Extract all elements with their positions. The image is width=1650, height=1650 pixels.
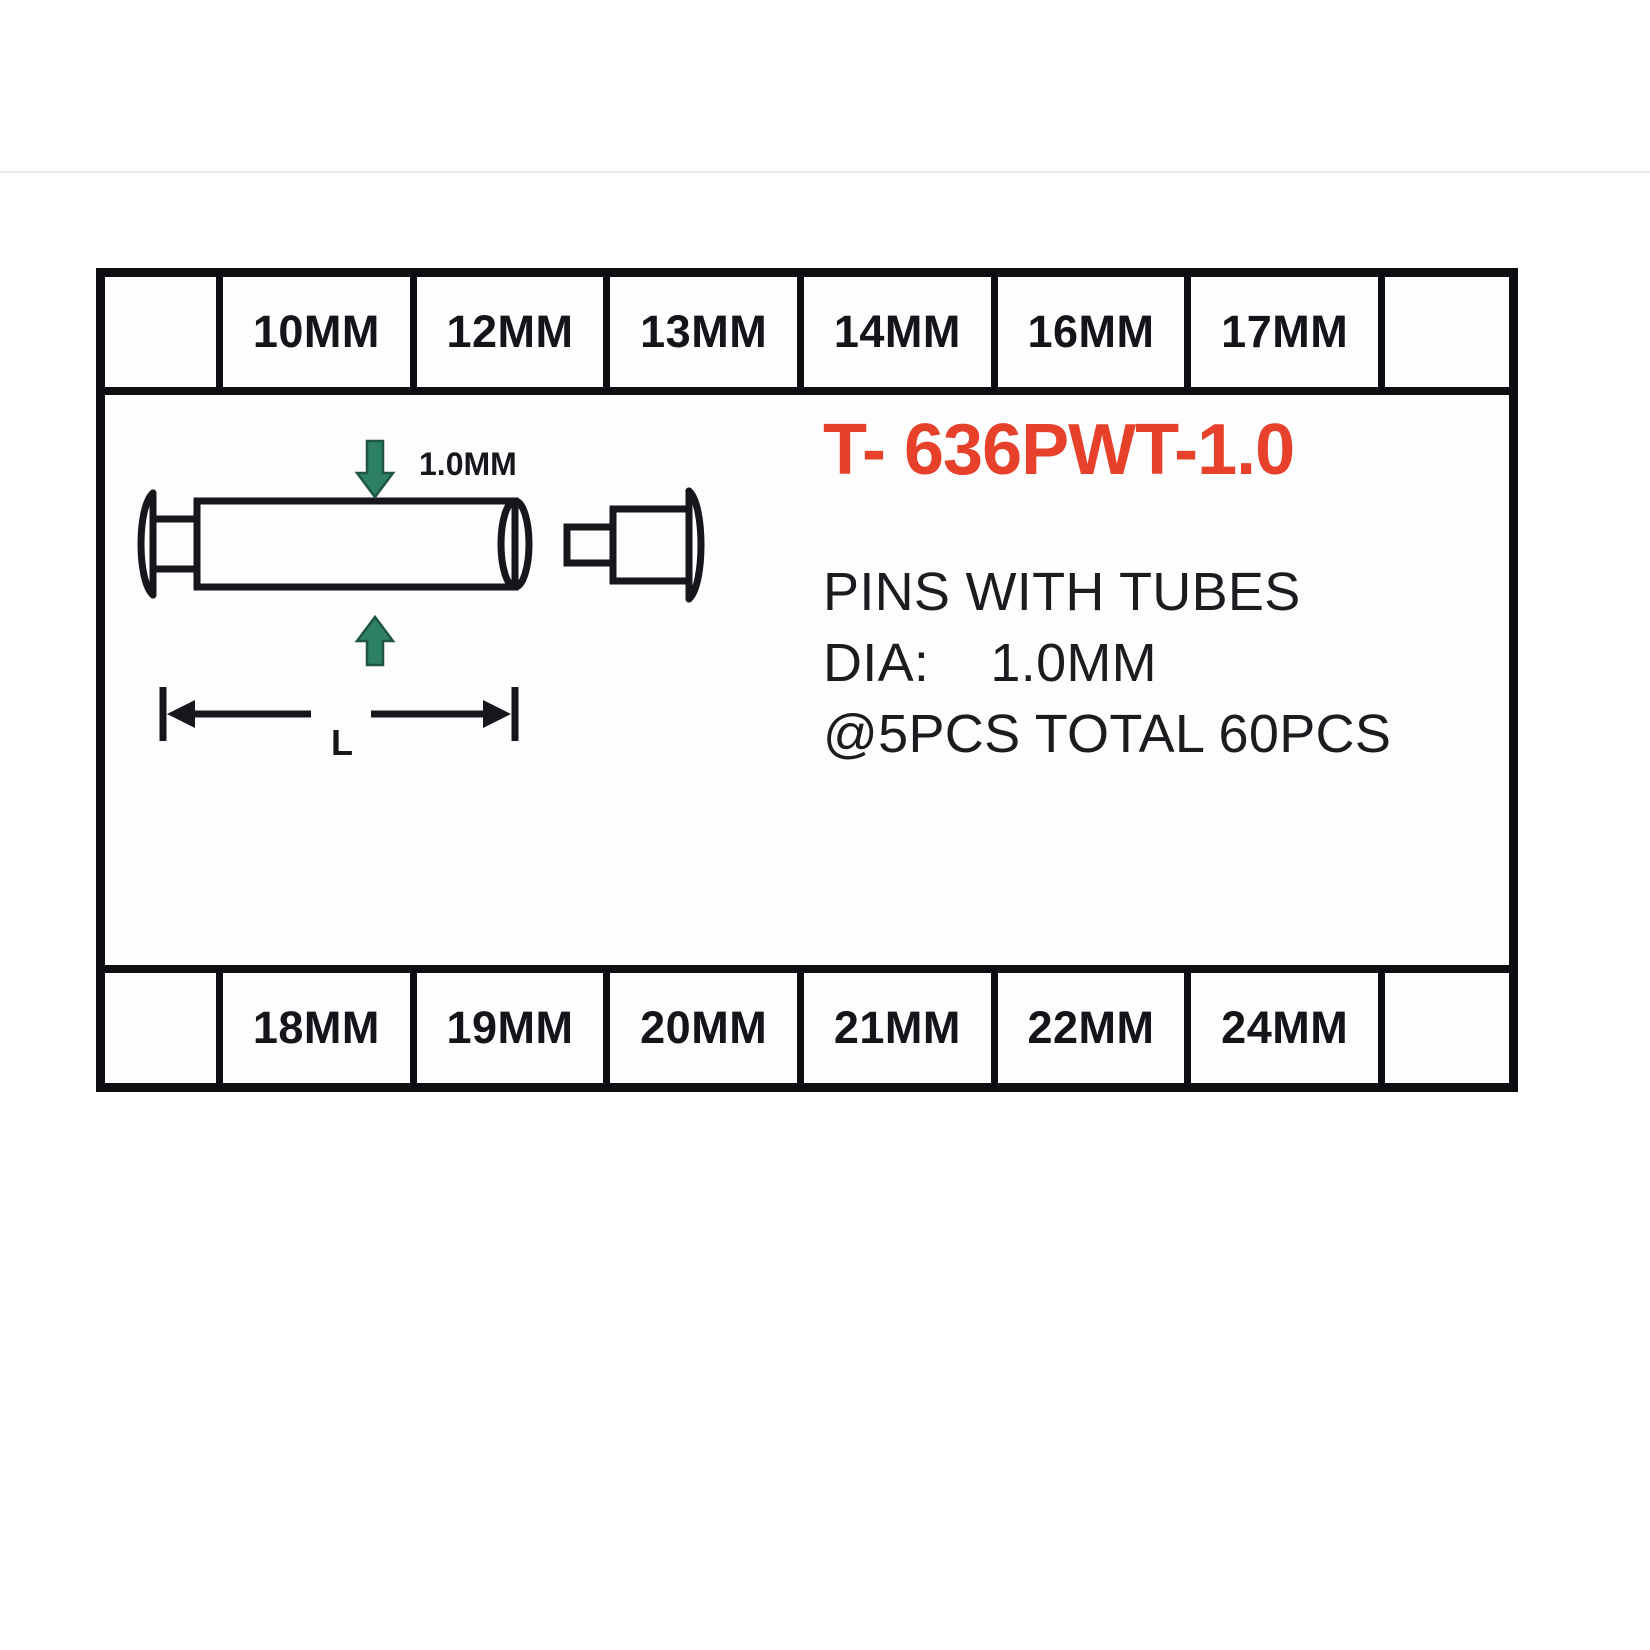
pin-shaft xyxy=(563,523,617,567)
scan-top-margin xyxy=(0,0,1650,172)
size-cell-19mm[interactable]: 19MM xyxy=(416,973,611,1083)
pin-tube-technical-drawing: 1.0MM L xyxy=(137,439,705,763)
size-cell-spacer-bottom-right xyxy=(1385,973,1510,1083)
size-cell-14mm[interactable]: 14MM xyxy=(804,277,998,387)
length-arrowhead-left xyxy=(167,700,195,728)
tube-flange-outer-arc xyxy=(137,489,157,599)
size-row-top: 10MM 12MM 13MM 14MM 16MM 17MM xyxy=(105,277,1510,395)
spec-line-diameter: DIA: 1.0MM xyxy=(823,632,1157,693)
pin-flange-outer-arc xyxy=(685,487,705,603)
tube-open-end-ellipse xyxy=(497,497,533,591)
spec-block: PINS WITH TUBES DIA: 1.0MM @5PCS TOTAL 6… xyxy=(823,557,1509,771)
spec-line-description: PINS WITH TUBES xyxy=(823,561,1301,622)
diameter-arrow-up-icon xyxy=(354,614,396,667)
product-code: T- 636PWT-1.0 xyxy=(823,410,1295,490)
pin-body xyxy=(609,505,693,585)
length-arrowhead-right xyxy=(483,700,511,728)
size-cell-10mm[interactable]: 10MM xyxy=(223,277,417,387)
product-label-card: 10MM 12MM 13MM 14MM 16MM 17MM xyxy=(96,268,1518,1092)
pin-tube-drawing-pane: 1.0MM L xyxy=(105,395,745,965)
size-cell-13mm[interactable]: 13MM xyxy=(610,277,805,387)
card-middle-section: 1.0MM L T- 636PWT-1.0 PINS WITH TUBES xyxy=(105,395,1509,965)
spec-line-quantity: @5PCS TOTAL 60PCS xyxy=(823,704,1392,765)
size-cell-22mm[interactable]: 22MM xyxy=(997,973,1192,1083)
size-cell-24mm[interactable]: 24MM xyxy=(1191,973,1386,1083)
size-cell-spacer-top-right xyxy=(1385,277,1510,387)
size-cell-spacer-bottom-left xyxy=(105,973,223,1083)
size-row-bottom: 18MM 19MM 20MM 21MM 22MM 24MM xyxy=(105,965,1510,1083)
product-info-pane: T- 636PWT-1.0 PINS WITH TUBES DIA: 1.0MM… xyxy=(745,395,1509,965)
length-label: L xyxy=(331,722,353,763)
tube-barrel xyxy=(193,497,519,591)
size-cell-12mm[interactable]: 12MM xyxy=(416,277,611,387)
size-cell-16mm[interactable]: 16MM xyxy=(997,277,1192,387)
diameter-label: 1.0MM xyxy=(419,446,517,482)
scan-divider-line xyxy=(0,171,1650,173)
size-cell-18mm[interactable]: 18MM xyxy=(223,973,417,1083)
size-cell-21mm[interactable]: 21MM xyxy=(804,973,998,1083)
size-cell-17mm[interactable]: 17MM xyxy=(1191,277,1386,387)
size-cell-spacer-top-left xyxy=(105,277,223,387)
size-cell-20mm[interactable]: 20MM xyxy=(610,973,805,1083)
diameter-arrow-down-icon xyxy=(354,439,396,500)
tube-neck xyxy=(153,515,201,573)
